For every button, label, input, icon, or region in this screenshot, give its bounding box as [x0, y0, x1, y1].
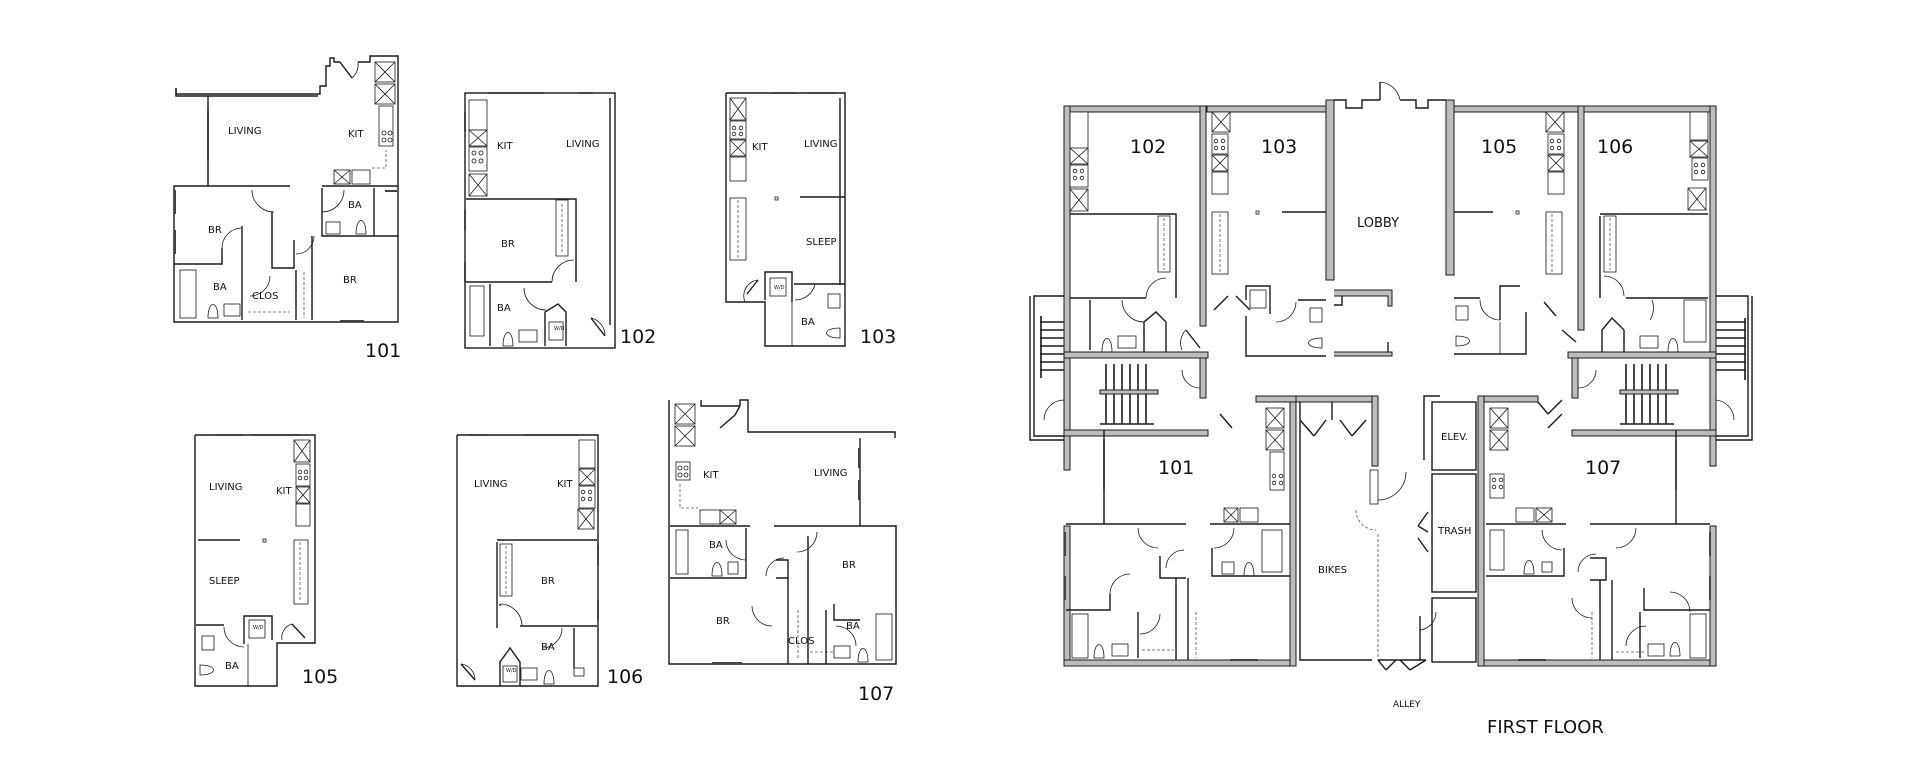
washer-dryer-label: W/D [506, 668, 517, 674]
unit-106-plan [456, 434, 599, 687]
building-unit-105: 105 [1481, 136, 1518, 158]
room-label-trash: TRASH [1438, 526, 1472, 537]
exterior-stair-left [1029, 295, 1064, 441]
room-label-sleep: SLEEP [209, 576, 240, 587]
unit-101-plan [173, 55, 399, 323]
unit-103-plan [725, 92, 846, 347]
room-label-living: LIVING [566, 139, 600, 150]
building-unit-101: 101 [1158, 457, 1195, 479]
room-label-ba: BA [801, 317, 815, 328]
room-label-ba: BA [348, 200, 362, 211]
interior-stair-left [1043, 357, 1233, 437]
building-unit-107: 107 [1585, 457, 1622, 479]
unit-105-plan [194, 434, 316, 687]
room-label-ba: BA [846, 621, 860, 632]
room-label-clos: CLOS [788, 636, 815, 647]
room-label-ba: BA [541, 642, 555, 653]
building-unit-103: 103 [1261, 136, 1298, 158]
room-label-kit: KIT [497, 141, 513, 152]
washer-dryer-label: W/D [253, 625, 264, 631]
street-label-alley: ALLEY [1393, 700, 1421, 710]
room-label-ba: BA [225, 661, 239, 672]
room-label-living: LIVING [228, 126, 262, 137]
washer-dryer-label: W/D [554, 326, 565, 332]
room-label-living: LIVING [804, 139, 838, 150]
unit-number-102: 102 [620, 326, 657, 348]
room-label-sleep: SLEEP [806, 237, 837, 248]
room-label-ba: BA [709, 540, 723, 551]
room-label-kit: KIT [557, 479, 573, 490]
room-label-br: BR [208, 225, 222, 236]
sheet-title: FIRST FLOOR [1487, 717, 1604, 738]
room-label-bikes: BIKES [1318, 565, 1348, 576]
room-label-ba: BA [213, 282, 227, 293]
room-label-kit: KIT [276, 486, 292, 497]
interior-stair-right [1547, 357, 1735, 437]
unit-107-plan [668, 399, 897, 665]
room-label-kit: KIT [348, 129, 364, 140]
room-label-br: BR [343, 275, 357, 286]
exterior-stair-right [1716, 295, 1753, 441]
building-unit-106: 106 [1597, 136, 1634, 158]
building-first-floor-plan [1029, 81, 1753, 671]
unit-number-103: 103 [860, 326, 897, 348]
room-label-br: BR [842, 560, 856, 571]
unit-number-106: 106 [607, 666, 644, 688]
room-label-kit: KIT [752, 142, 768, 153]
room-label-elevator: ELEV. [1441, 432, 1468, 443]
unit-102-plan [464, 92, 616, 349]
building-unit-102: 102 [1130, 136, 1167, 158]
unit-number-105: 105 [302, 666, 339, 688]
room-label-kit: KIT [703, 470, 719, 481]
room-label-living: LIVING [209, 482, 243, 493]
room-label-ba: BA [497, 303, 511, 314]
room-label-clos: CLOS [252, 291, 279, 302]
room-label-lobby: LOBBY [1357, 216, 1400, 231]
unit-number-107: 107 [858, 683, 895, 705]
unit-number-101: 101 [365, 340, 402, 362]
room-label-living: LIVING [474, 479, 508, 490]
room-label-living: LIVING [814, 468, 848, 479]
room-label-br: BR [541, 576, 555, 587]
room-label-br: BR [501, 239, 515, 250]
washer-dryer-label: W/D [774, 285, 785, 291]
room-label-br: BR [716, 616, 730, 627]
